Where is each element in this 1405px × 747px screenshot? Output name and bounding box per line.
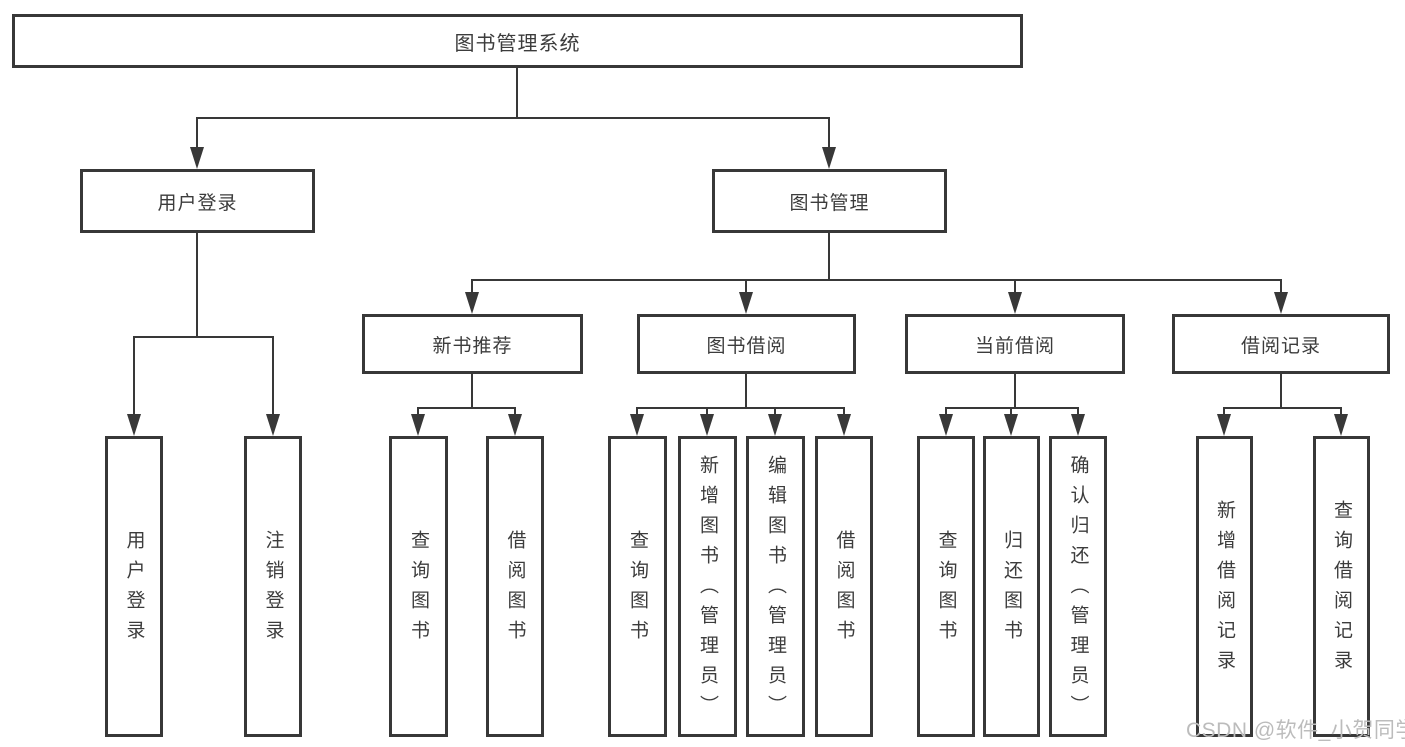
node-leaf-recommend-query-book: 查询图书 xyxy=(389,436,448,737)
node-leaf-current-query-book: 查询图书 xyxy=(917,436,975,737)
watermark: CSDN @软件_小贺同学 xyxy=(1186,719,1405,742)
node-leaf-query-borrow-record: 查询借阅记录 xyxy=(1313,436,1370,737)
node-leaf-user-login: 用户登录 xyxy=(105,436,163,737)
node-current-borrow: 当前借阅 xyxy=(905,314,1125,374)
node-book-management-module: 图书管理 xyxy=(712,169,947,233)
node-borrow-record: 借阅记录 xyxy=(1172,314,1390,374)
node-leaf-confirm-return-admin: 确认归还（管理员） xyxy=(1049,436,1107,737)
node-leaf-add-book-admin: 新增图书（管理员） xyxy=(678,436,737,737)
node-leaf-add-borrow-record: 新增借阅记录 xyxy=(1196,436,1253,737)
node-leaf-logout: 注销登录 xyxy=(244,436,302,737)
node-leaf-edit-book-admin: 编辑图书（管理员） xyxy=(746,436,805,737)
arrowheads xyxy=(127,147,1348,436)
node-library-management-system: 图书管理系统 xyxy=(12,14,1023,68)
node-leaf-borrow-borrow-book: 借阅图书 xyxy=(815,436,873,737)
node-book-borrow: 图书借阅 xyxy=(637,314,856,374)
node-leaf-return-book: 归还图书 xyxy=(983,436,1040,737)
node-leaf-recommend-borrow-book: 借阅图书 xyxy=(486,436,544,737)
node-new-book-recommend: 新书推荐 xyxy=(362,314,583,374)
node-leaf-borrow-query-book: 查询图书 xyxy=(608,436,667,737)
node-user-login-module: 用户登录 xyxy=(80,169,315,233)
